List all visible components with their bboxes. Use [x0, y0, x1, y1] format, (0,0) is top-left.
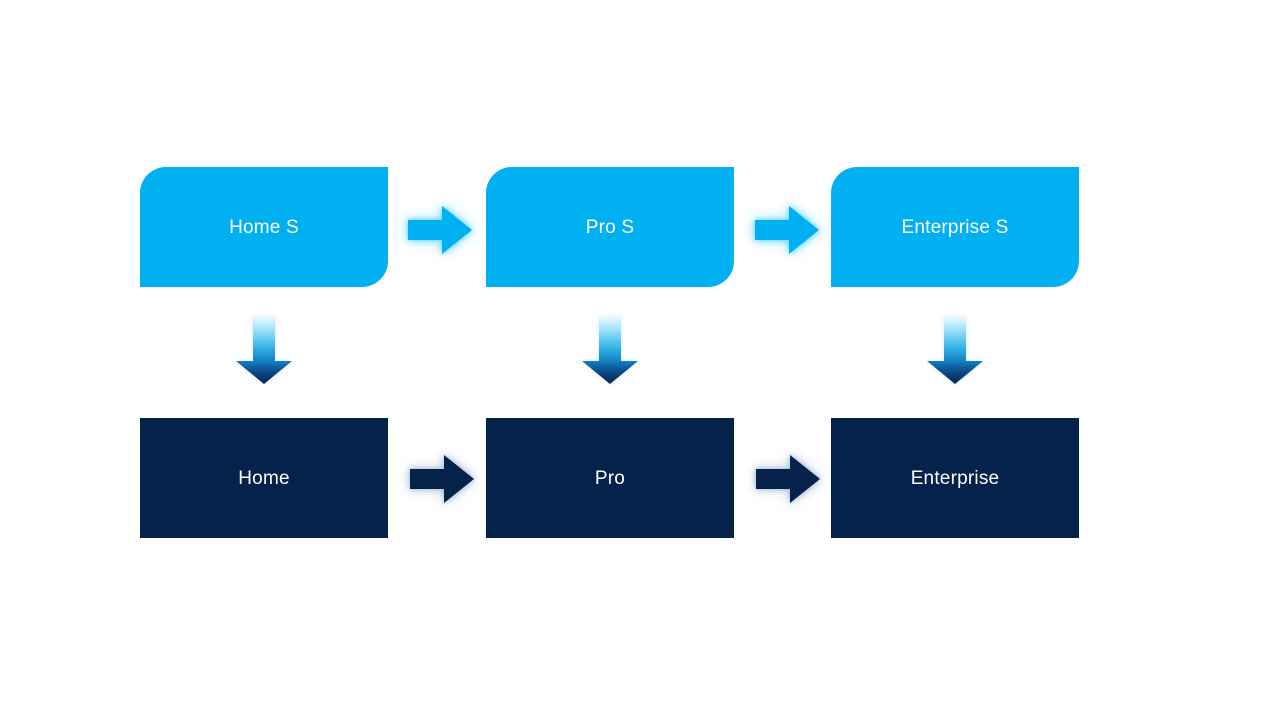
arrow-down-icon — [582, 317, 638, 384]
arrow-right-icon — [410, 455, 474, 503]
node-home: Home — [140, 418, 388, 538]
arrow-right-shape — [410, 455, 474, 503]
arrow-down-shape — [582, 317, 638, 384]
arrow-right-icon — [756, 455, 820, 503]
arrow-down-icon — [927, 317, 983, 384]
arrow-right-shape — [756, 455, 820, 503]
node-enterprise-s: Enterprise S — [831, 167, 1079, 287]
node-label: Enterprise S — [901, 216, 1009, 238]
arrow-right-shape — [755, 206, 819, 254]
arrow-down-shape — [927, 317, 983, 384]
node-label: Pro S — [585, 216, 635, 238]
arrow-down-shape — [236, 317, 292, 384]
node-label: Home S — [229, 216, 299, 238]
arrow-right-icon — [755, 206, 819, 254]
node-label: Home — [238, 467, 290, 489]
node-home-s: Home S — [140, 167, 388, 287]
node-label: Enterprise — [910, 467, 1000, 489]
node-pro: Pro — [486, 418, 734, 538]
arrow-right-icon — [408, 206, 472, 254]
node-label: Pro — [594, 467, 626, 489]
arrow-right-shape — [408, 206, 472, 254]
node-enterprise: Enterprise — [831, 418, 1079, 538]
arrow-down-icon — [236, 317, 292, 384]
node-pro-s: Pro S — [486, 167, 734, 287]
